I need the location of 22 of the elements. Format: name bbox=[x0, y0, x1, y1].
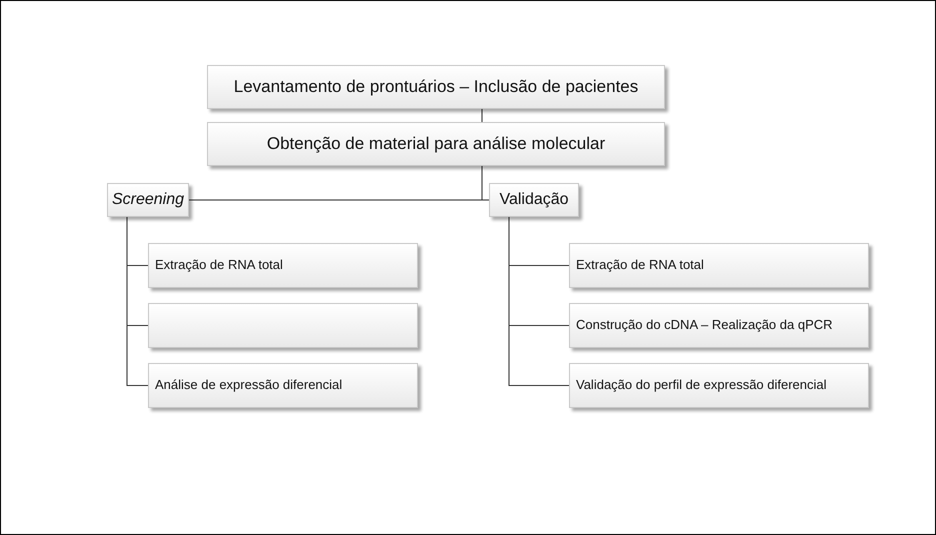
box-text: Validação do perfil de expressão diferencial bbox=[576, 377, 827, 394]
box-text: Extração de RNA total bbox=[155, 257, 283, 274]
box-text: Levantamento de prontuários – Inclusão de pacientes bbox=[234, 77, 638, 97]
process-box bbox=[207, 65, 665, 109]
process-box bbox=[569, 303, 869, 348]
process-box bbox=[148, 243, 418, 288]
connector-line bbox=[508, 216, 570, 386]
process-box bbox=[107, 183, 189, 217]
process-box bbox=[207, 122, 665, 166]
connector-line bbox=[482, 166, 490, 200]
connector-line bbox=[126, 216, 148, 386]
box-text: Obtenção de material para análise molecular bbox=[266, 134, 606, 154]
box-text: Screening bbox=[112, 191, 184, 209]
process-box bbox=[569, 363, 869, 408]
box-text: Validação bbox=[499, 191, 569, 209]
box-text: Extração de RNA total bbox=[576, 257, 704, 274]
process-box bbox=[148, 363, 418, 408]
empty-box bbox=[148, 303, 418, 348]
process-box bbox=[569, 243, 869, 288]
box-text: Construção do cDNA – Realização da qPCR bbox=[576, 317, 833, 334]
process-box bbox=[489, 183, 579, 217]
box-text: Análise de expressão diferencial bbox=[155, 377, 342, 394]
